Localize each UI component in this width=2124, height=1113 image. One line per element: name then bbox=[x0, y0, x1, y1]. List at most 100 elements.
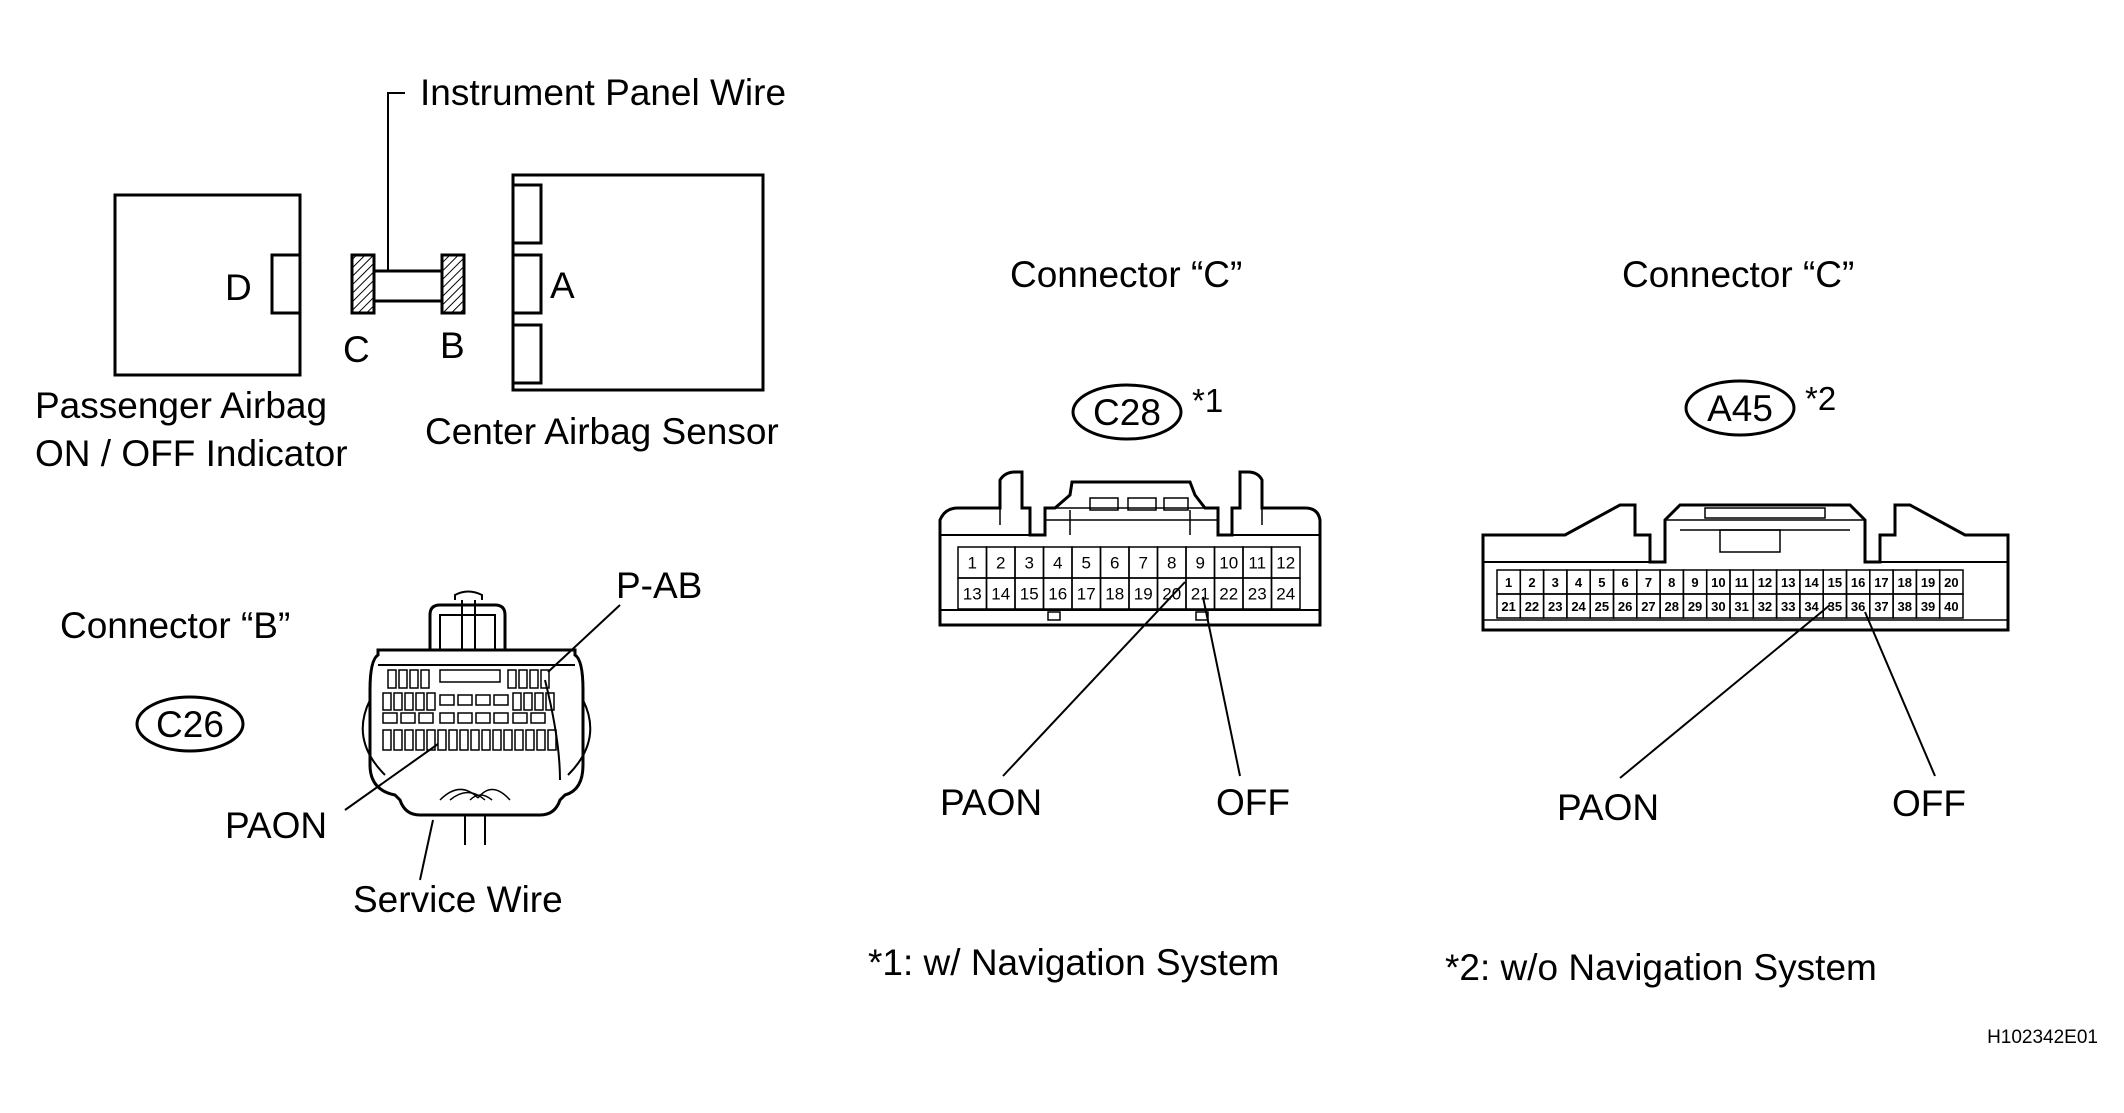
pin-number: 11 bbox=[1735, 575, 1749, 590]
footnote-2: *2: w/o Navigation System bbox=[1445, 947, 1877, 988]
service-wire-leader bbox=[419, 819, 434, 881]
pin-number: 17 bbox=[1874, 575, 1888, 590]
pin-number: 7 bbox=[1139, 554, 1148, 573]
pin-number: 23 bbox=[1248, 585, 1267, 604]
label-d: D bbox=[225, 267, 252, 308]
pin-number: 24 bbox=[1276, 585, 1295, 604]
pin-number: 5 bbox=[1598, 575, 1605, 590]
pin-number: 21 bbox=[1191, 585, 1210, 604]
connector-c28-paon-label: PAON bbox=[940, 782, 1042, 823]
pin-number: 28 bbox=[1665, 599, 1679, 614]
pin-number: 21 bbox=[1501, 599, 1515, 614]
connector-c28-paon-leader bbox=[1002, 581, 1186, 777]
pin-number: 14 bbox=[991, 585, 1010, 604]
pin-number: 37 bbox=[1874, 599, 1888, 614]
pin-number: 23 bbox=[1548, 599, 1562, 614]
label-c: C bbox=[343, 329, 370, 370]
instrument-panel-wire-body bbox=[372, 269, 444, 303]
connector-a45-paon-leader bbox=[1619, 604, 1831, 779]
connector-b-plug bbox=[440, 253, 466, 315]
connector-b-code-oval bbox=[135, 695, 245, 753]
pin-number: 13 bbox=[1781, 575, 1795, 590]
pin-number: 6 bbox=[1622, 575, 1629, 590]
pin-number: 36 bbox=[1851, 599, 1865, 614]
passenger-indicator-label-1: Passenger Airbag bbox=[35, 385, 327, 426]
connector-c28-code: C28 bbox=[1093, 392, 1161, 433]
label-b: B bbox=[440, 325, 465, 366]
pin-number: 10 bbox=[1711, 575, 1725, 590]
center-airbag-sensor-label: Center Airbag Sensor bbox=[425, 411, 779, 452]
label-a: A bbox=[550, 265, 575, 306]
pin-number: 3 bbox=[1552, 575, 1559, 590]
pin-number: 31 bbox=[1734, 599, 1748, 614]
pin-number: 26 bbox=[1618, 599, 1632, 614]
p-ab-label: P-AB bbox=[616, 565, 702, 606]
pin-number: 4 bbox=[1575, 575, 1583, 590]
connector-d-port bbox=[270, 253, 302, 315]
pin-number: 16 bbox=[1851, 575, 1865, 590]
pin-number: 9 bbox=[1196, 554, 1205, 573]
connector-c-plug bbox=[350, 253, 376, 315]
pin-number: 4 bbox=[1053, 554, 1062, 573]
pin-number: 34 bbox=[1804, 599, 1819, 614]
pin-number: 3 bbox=[1025, 554, 1034, 573]
sensor-port-1 bbox=[511, 183, 543, 245]
pin-number: 20 bbox=[1944, 575, 1958, 590]
p-ab-leader bbox=[547, 604, 621, 673]
pin-cell bbox=[1938, 593, 1964, 619]
connector-a45-code-oval bbox=[1684, 379, 1796, 437]
connector-a45-title: Connector “C” bbox=[1622, 254, 1854, 295]
connector-b-code: C26 bbox=[156, 704, 224, 745]
pin-number: 17 bbox=[1077, 585, 1096, 604]
pin-number: 2 bbox=[1528, 575, 1535, 590]
pin-number: 12 bbox=[1758, 575, 1772, 590]
pin-cell bbox=[1270, 577, 1301, 610]
pin-number: 40 bbox=[1944, 599, 1958, 614]
pin-number: 29 bbox=[1688, 599, 1702, 614]
instrument-panel-wire-label: Instrument Panel Wire bbox=[420, 72, 786, 113]
instrument-panel-wire-leader bbox=[387, 92, 405, 271]
pin-number: 8 bbox=[1668, 575, 1675, 590]
pin-number: 38 bbox=[1898, 599, 1912, 614]
footnote-1: *1: w/ Navigation System bbox=[868, 942, 1279, 983]
connector-a45-off-label: OFF bbox=[1892, 783, 1966, 824]
pin-number: 19 bbox=[1921, 575, 1935, 590]
sensor-port-a bbox=[511, 253, 543, 315]
connector-b-section: Connector “B” C26 bbox=[60, 565, 702, 920]
pin-number: 25 bbox=[1595, 599, 1609, 614]
pin-number: 22 bbox=[1525, 599, 1539, 614]
pin-number: 24 bbox=[1571, 599, 1586, 614]
pin-number: 15 bbox=[1828, 575, 1842, 590]
pin-number: 6 bbox=[1110, 554, 1119, 573]
connector-c28-note-ref: *1 bbox=[1192, 382, 1223, 419]
connector-c28-off-label: OFF bbox=[1216, 782, 1290, 823]
pin-number: 13 bbox=[963, 585, 982, 604]
pin-number: 16 bbox=[1048, 585, 1067, 604]
connector-c28-title: Connector “C” bbox=[1010, 254, 1242, 295]
connector-c28-off-leader bbox=[1202, 596, 1241, 777]
pin-number: 7 bbox=[1645, 575, 1652, 590]
pin-number: 18 bbox=[1898, 575, 1912, 590]
pin-number: 22 bbox=[1219, 585, 1238, 604]
connector-a45-note-ref: *2 bbox=[1805, 380, 1836, 417]
connector-b-drawing bbox=[361, 590, 592, 845]
pin-number: 5 bbox=[1082, 554, 1091, 573]
connector-b-paon-label: PAON bbox=[225, 805, 327, 846]
passenger-indicator-label-2: ON / OFF Indicator bbox=[35, 433, 348, 474]
pin-number: 10 bbox=[1219, 554, 1238, 573]
pin-number: 32 bbox=[1758, 599, 1772, 614]
pin-number: 8 bbox=[1167, 554, 1176, 573]
figure-code: H102342E01 bbox=[1987, 1027, 2098, 1048]
connector-a45-paon-label: PAON bbox=[1557, 787, 1659, 828]
service-wire-label: Service Wire bbox=[353, 879, 563, 920]
connector-a45-code: A45 bbox=[1707, 388, 1773, 429]
top-diagram: D Instrument Panel Wire C B A Passenger … bbox=[35, 72, 786, 474]
pin-number: 33 bbox=[1781, 599, 1795, 614]
